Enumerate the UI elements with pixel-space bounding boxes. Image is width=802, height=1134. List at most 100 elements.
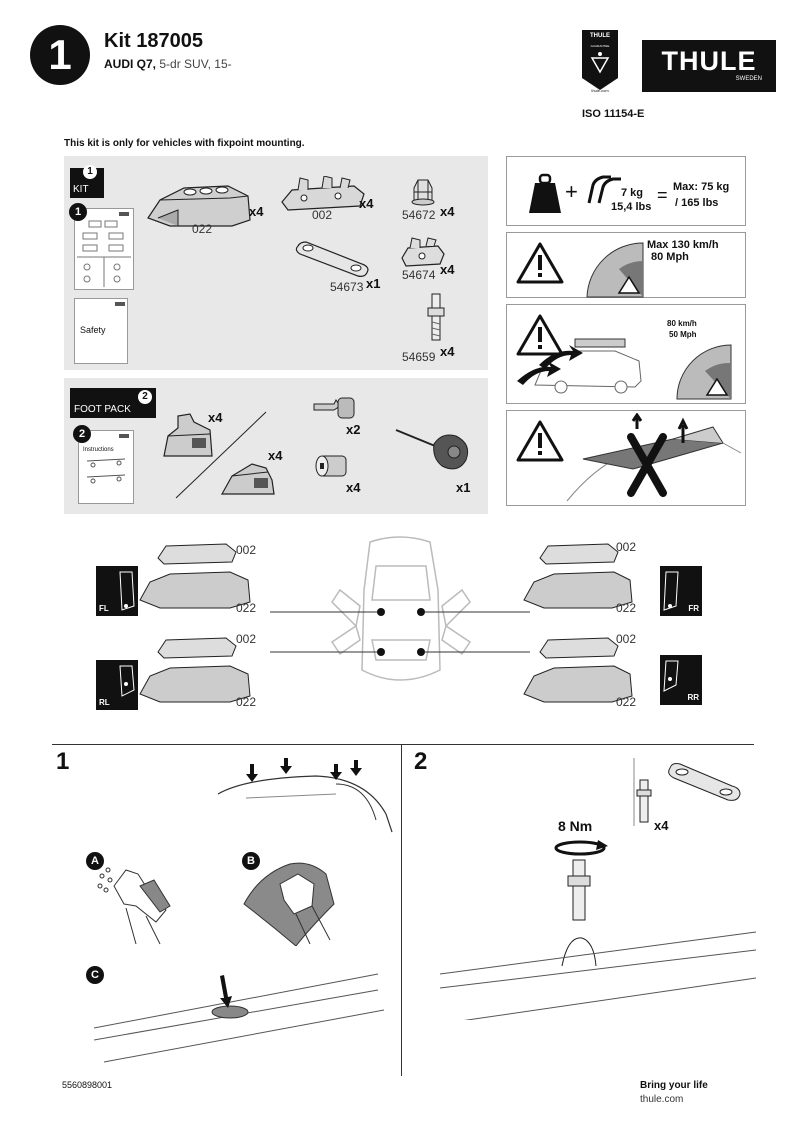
foot-pack-badge-label: FOOT PACK <box>74 404 131 415</box>
part-54673-code: 54673 <box>330 280 364 294</box>
max-load-kg: Max: 75 kg <box>673 181 730 193</box>
foot-a-qty: x4 <box>208 410 223 425</box>
step-c-badge: C <box>86 966 104 984</box>
roof-bars-icon <box>587 175 621 204</box>
speed-box: Max 130 km/h 80 Mph <box>506 232 746 298</box>
step-b-badge: B <box>242 852 260 870</box>
fixpoint-note: This kit is only for vehicles with fixpo… <box>64 138 305 149</box>
part-54674-qty: x4 <box>440 262 455 277</box>
rl-lower-code: 022 <box>236 695 257 709</box>
step-circle: 1 <box>30 25 90 85</box>
guarantee-top: THULE <box>590 33 610 39</box>
rl-upper-code: 002 <box>236 632 257 646</box>
warning-triangle-icon <box>516 314 564 356</box>
kit-badge-label: KIT <box>73 184 89 195</box>
tile-rl: RL <box>96 660 138 710</box>
safety-label: Safety <box>80 325 106 335</box>
kit-badge-num: 1 <box>83 165 97 179</box>
tile-fl-label: FL <box>99 604 109 613</box>
part-022-image <box>144 174 254 232</box>
wind-kmh: 80 km/h <box>667 319 697 328</box>
car-roof-x-icon <box>566 413 742 502</box>
wind-mph: 50 Mph <box>669 330 697 339</box>
tile-fr-label: FR <box>688 604 699 613</box>
part-54672-qty: x4 <box>440 204 455 219</box>
torque-tool-image <box>394 426 474 478</box>
thule-logo: THULE SWEDEN <box>642 40 776 92</box>
step1-roof-illustration <box>217 758 393 833</box>
key-image <box>312 394 356 424</box>
car-wind-icon <box>517 338 642 394</box>
part-54673-qty: x1 <box>366 276 381 291</box>
fr-upper-code: 002 <box>616 540 637 554</box>
part-002-code: 002 <box>312 208 333 222</box>
kit-box-badge: 1 KIT <box>70 165 104 198</box>
instruction-booklet: 1 <box>69 203 134 290</box>
thule-logo-sub: SWEDEN <box>735 76 762 82</box>
part-54673-image <box>292 240 372 280</box>
steps-divider-mid <box>401 744 402 1076</box>
speed-max-kmh: Max 130 km/h <box>647 239 719 251</box>
vehicle-line: AUDI Q7, 5-dr SUV, 15- <box>104 57 232 71</box>
iso-standard: ISO 11154-E <box>582 108 645 120</box>
tool-qty: x1 <box>456 480 471 495</box>
foot-booklet-label: Instructions <box>83 447 114 453</box>
step2-parts-illustration <box>633 758 741 826</box>
part-022-code: 022 <box>192 222 213 236</box>
guarantee-badge: THULE GUARANTEE thule.com <box>580 28 620 94</box>
rr-upper-code: 002 <box>616 632 637 646</box>
part-54659-image <box>424 292 448 344</box>
step-number: 1 <box>48 31 72 78</box>
speedometer-low-icon <box>676 344 732 400</box>
divider-diagonal <box>175 411 267 499</box>
tile-rr: RR <box>660 655 702 705</box>
weight-lbs: 15,4 lbs <box>611 201 652 213</box>
weight-icon <box>529 173 561 213</box>
fr-lower-code: 022 <box>616 601 637 615</box>
part-54674-code: 54674 <box>402 268 436 282</box>
tile-rl-label: RL <box>99 698 110 707</box>
fl-upper-code: 002 <box>236 543 257 557</box>
key-qty: x2 <box>346 422 361 437</box>
lock-cylinder-image <box>314 448 354 484</box>
lock-qty: x4 <box>346 480 361 495</box>
warning-triangle-icon <box>516 242 564 284</box>
part-54659-code: 54659 <box>402 350 436 364</box>
footer-url: thule.com <box>640 1094 684 1105</box>
bolt-install-illustration <box>561 859 597 967</box>
rotate-clockwise-icon <box>554 840 608 856</box>
part-54659-qty: x4 <box>440 344 455 359</box>
foot-pack-booklet: 2 Instructions <box>73 425 134 504</box>
guarantee-url: thule.com <box>591 88 609 93</box>
foot-b-qty: x4 <box>268 448 283 463</box>
footer-part-number: 5560898001 <box>62 1080 113 1090</box>
step-a-badge: A <box>86 852 104 870</box>
step-2-label: 2 <box>414 748 428 775</box>
rr-lower-code: 022 <box>616 695 637 709</box>
part-54674-image <box>398 236 448 270</box>
no-rooftop-load-box <box>506 410 746 506</box>
part-54672-code: 54672 <box>402 208 436 222</box>
spray-cleaning-illustration <box>97 867 171 945</box>
load-box: + 7 kg 15,4 lbs = Max: 75 kg / 165 lbs <box>506 156 746 226</box>
step2-roof-rails <box>440 931 757 1020</box>
part-022-qty: x4 <box>249 204 264 219</box>
foot-pack-badge: 2 FOOT PACK <box>70 388 156 418</box>
speed-max-mph: 80 Mph <box>651 251 689 263</box>
torque-label: 8 Nm <box>558 818 593 834</box>
foot-type-b-image <box>218 450 278 500</box>
wipe-cloth-illustration <box>243 862 335 946</box>
fixpoint-cleaning-illustration <box>94 973 384 1063</box>
plus-sign: + <box>565 179 578 204</box>
foot-pack-badge-num: 2 <box>138 390 152 404</box>
booklet-num: 1 <box>69 203 87 221</box>
step-1-label: 1 <box>56 748 70 775</box>
foot-pack-panel: 2 FOOT PACK 2 Instructions x4 x4 <box>64 378 488 514</box>
kit-panel: 1 KIT 1 Safety <box>64 156 488 370</box>
part-54672-image <box>410 178 436 206</box>
fl-lower-code: 022 <box>236 601 257 615</box>
safety-booklet: Safety <box>74 298 128 364</box>
wind-box: 80 km/h 50 Mph <box>506 304 746 404</box>
warning-triangle-icon <box>516 420 564 462</box>
foot-booklet-num: 2 <box>73 425 91 443</box>
